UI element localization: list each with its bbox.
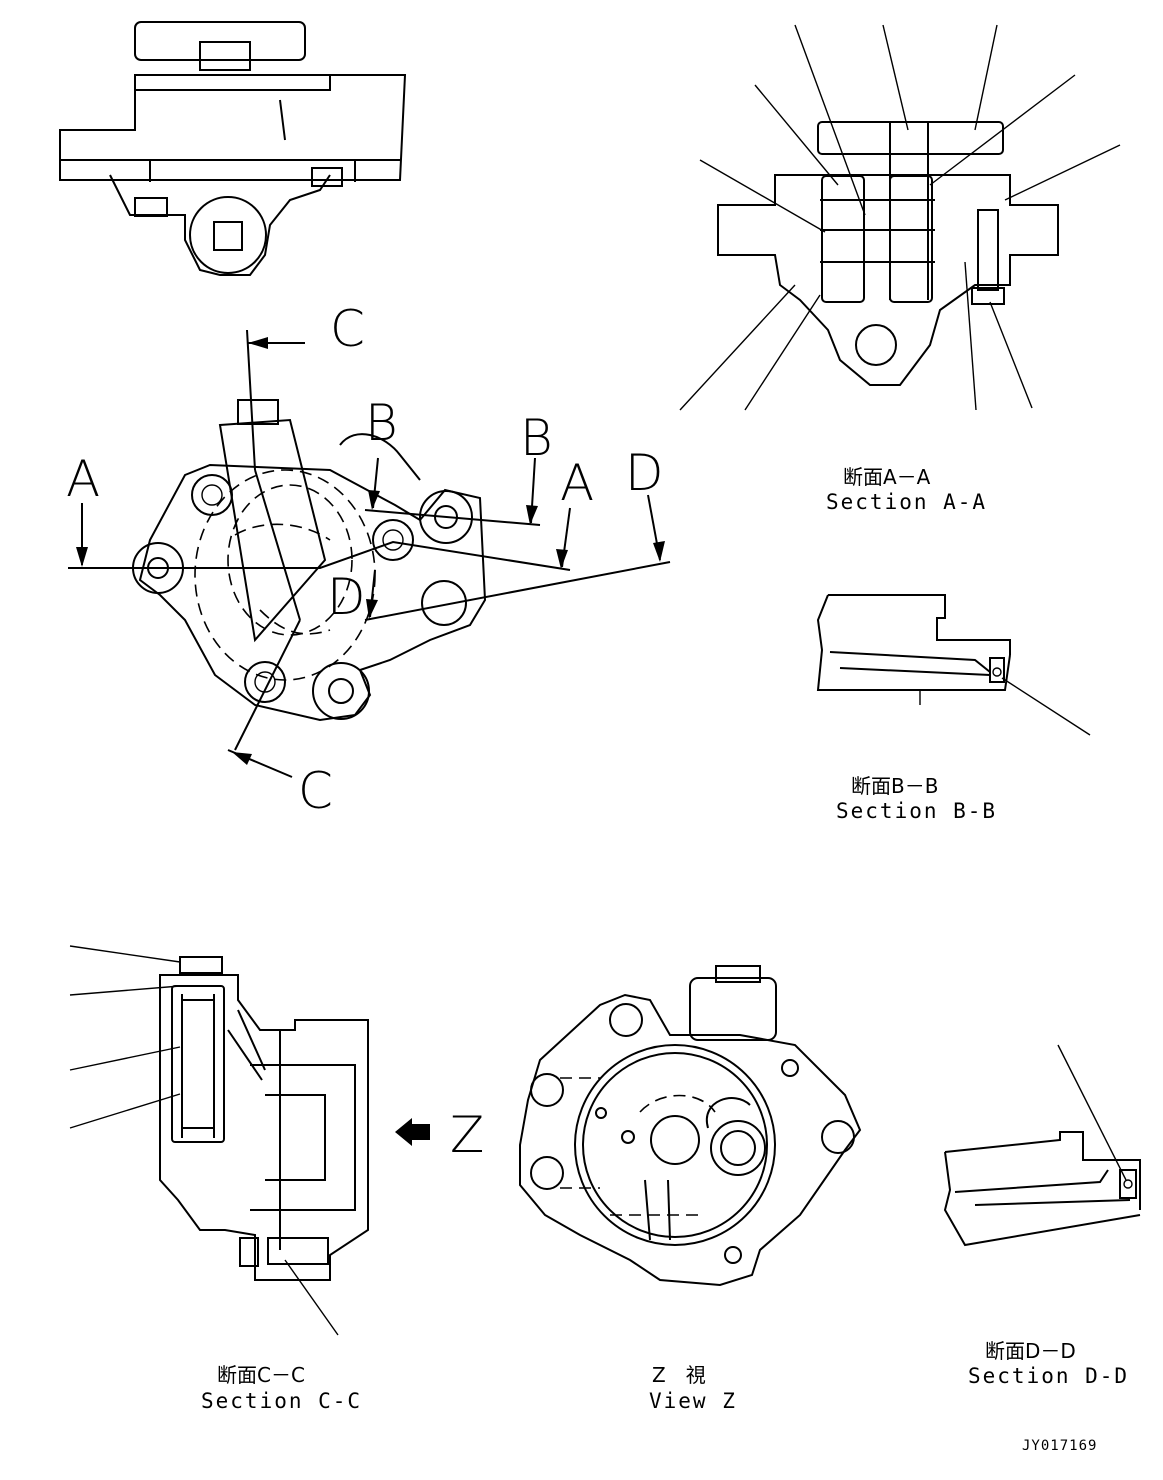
section-aa-drawing bbox=[679, 24, 1121, 411]
caption-cc-en: Section C-C bbox=[201, 1389, 362, 1413]
section-dd-drawing bbox=[943, 1044, 1141, 1247]
caption-dd-en: Section D-D bbox=[968, 1364, 1129, 1388]
marker-b-right: B bbox=[520, 409, 553, 467]
pump-front-view bbox=[132, 399, 487, 722]
caption-aa-en: Section A-A bbox=[826, 490, 987, 514]
marker-a-right: A bbox=[560, 454, 594, 512]
caption-bb-en: Section B-B bbox=[836, 799, 997, 823]
marker-b-left: B bbox=[365, 394, 398, 452]
section-bb-drawing bbox=[816, 594, 1091, 736]
caption-z-en: View Z bbox=[649, 1389, 737, 1413]
marker-d-left: D bbox=[327, 568, 366, 626]
marker-c-bottom: C bbox=[298, 762, 333, 820]
marker-d-right: D bbox=[625, 444, 664, 502]
view-z-arrow bbox=[395, 1118, 430, 1146]
marker-a-left: A bbox=[66, 450, 100, 508]
view-z-arrow-label: Z bbox=[450, 1106, 484, 1164]
marker-c-top: C bbox=[330, 300, 365, 358]
caption-z-jp: Z 視 bbox=[652, 1363, 706, 1387]
caption-cc-jp: 断面C－C bbox=[217, 1363, 305, 1387]
drawing-number: JY017169 bbox=[1022, 1438, 1097, 1454]
section-lines bbox=[68, 329, 671, 778]
section-cc-drawing bbox=[69, 945, 369, 1336]
view-z-drawing bbox=[519, 965, 862, 1287]
caption-dd-jp: 断面D－D bbox=[985, 1339, 1076, 1363]
caption-bb-jp: 断面B－B bbox=[851, 774, 938, 798]
caption-aa-jp: 断面A－A bbox=[843, 465, 931, 489]
pump-side-view bbox=[59, 21, 407, 276]
